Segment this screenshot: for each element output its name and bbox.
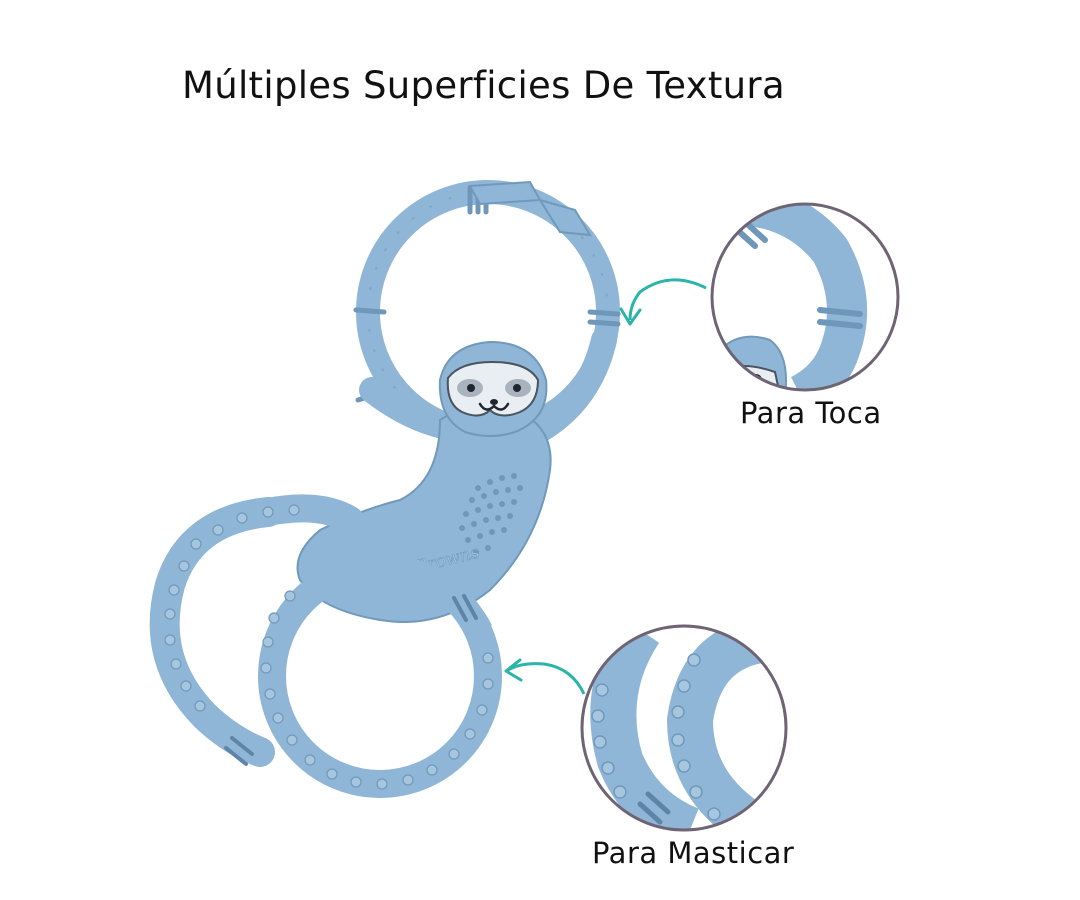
chew-texture-label: Para Masticar — [592, 836, 795, 870]
curved-arrow-icon — [619, 278, 707, 326]
page-title: Múltiples Superficies De Textura — [182, 64, 785, 107]
touch-texture-zoom — [710, 202, 900, 392]
touch-texture-label: Para Toca — [740, 396, 882, 430]
curved-arrow-icon — [504, 658, 586, 695]
chew-texture-zoom — [580, 624, 788, 832]
sloth-teether: DrBrowns — [149, 180, 621, 798]
